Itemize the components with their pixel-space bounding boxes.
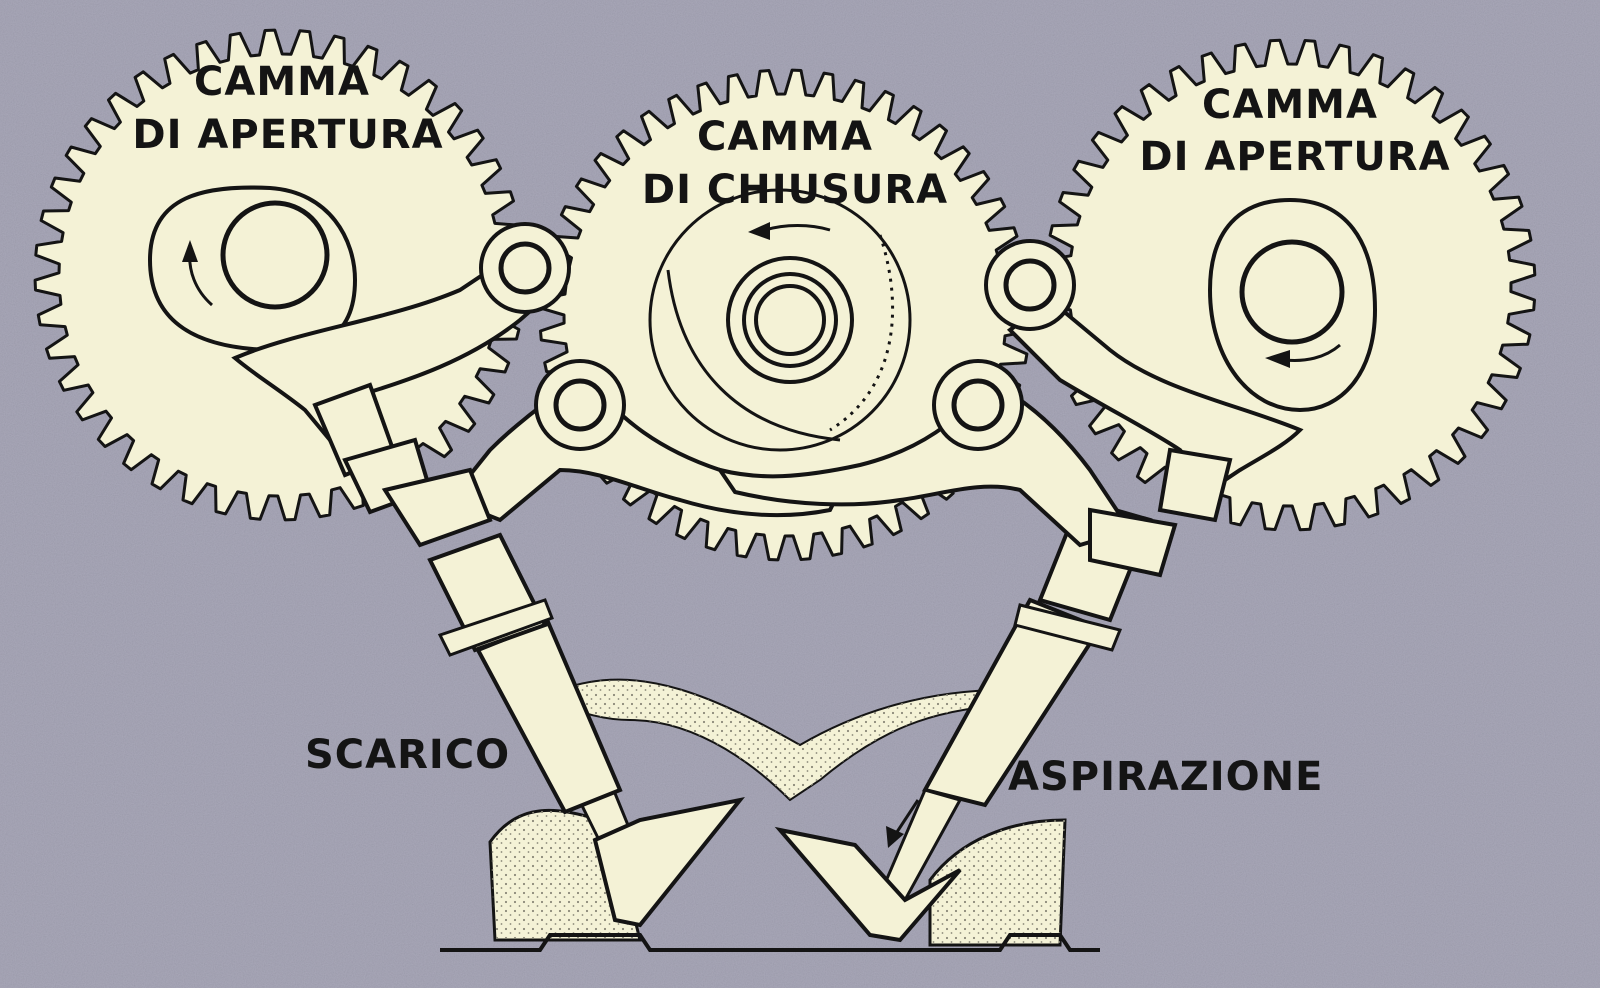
right-closing-rocker bbox=[715, 359, 1178, 578]
right-opening-rocker bbox=[984, 239, 1304, 523]
intake-valve-head bbox=[774, 826, 962, 943]
exhaust-label: SCARICO bbox=[305, 732, 510, 778]
left-opening-cam-lobe bbox=[147, 185, 358, 353]
intake-port-dots bbox=[930, 820, 1065, 945]
right-opening-rocker-arm bbox=[1006, 297, 1304, 493]
center-cam-dotted-profile bbox=[829, 234, 895, 432]
left-closing-rocker-pivot-inner bbox=[553, 378, 607, 432]
exhaust-valve-head bbox=[592, 796, 745, 928]
right-gear-label-line2: DI APERTURA bbox=[1139, 134, 1450, 180]
left-opening-rocker bbox=[231, 222, 571, 515]
left-opening-rocker-pivot-inner bbox=[498, 241, 552, 295]
intake-valve-collar bbox=[1013, 603, 1123, 652]
center-cam-shaft-inner bbox=[754, 284, 826, 356]
right-cam-arrowhead bbox=[1265, 350, 1290, 368]
left-cam-arrowhead bbox=[182, 240, 198, 262]
center-gear-label-line2: DI CHIUSURA bbox=[642, 167, 948, 213]
center-closing-cam-gear bbox=[538, 68, 1032, 562]
center-cam-shaft-mid bbox=[742, 272, 838, 368]
right-closing-rocker-fork bbox=[1088, 507, 1178, 578]
intake-flow-arrow bbox=[893, 799, 920, 836]
left-gear-label-line2: DI APERTURA bbox=[132, 112, 443, 158]
center-cam-rotation-arrow bbox=[764, 224, 831, 232]
center-gear-label-line1: CAMMA bbox=[697, 114, 873, 160]
left-closing-rocker-fork bbox=[381, 467, 493, 548]
center-cam-shaft-outer bbox=[726, 256, 854, 384]
center-closing-cam-body bbox=[648, 188, 912, 452]
right-cam-rotation-arrow bbox=[1284, 343, 1341, 362]
right-opening-rocker-pivot-inner bbox=[1003, 258, 1057, 312]
intake-flow-arrowhead bbox=[886, 826, 904, 848]
right-closing-rocker-arm bbox=[715, 382, 1134, 548]
right-gear-label-line1: CAMMA bbox=[1202, 82, 1378, 128]
center-cam-arrowhead bbox=[748, 222, 770, 240]
right-opening-rocker-tappet bbox=[1157, 447, 1233, 523]
right-opening-cam-lobe bbox=[1207, 197, 1378, 413]
exhaust-valve bbox=[427, 532, 745, 928]
right-closing-rocker-pivot-inner bbox=[951, 378, 1005, 432]
combustion-chamber-dots bbox=[560, 679, 1005, 800]
center-gear-teeth bbox=[538, 68, 1032, 562]
center-cam-profile bbox=[666, 269, 841, 442]
right-cam-shaft bbox=[1239, 239, 1345, 345]
left-gear-label-line1: CAMMA bbox=[194, 59, 370, 105]
cylinder-head-base bbox=[440, 933, 1100, 952]
intake-label: ASPIRAZIONE bbox=[1008, 754, 1323, 800]
exhaust-valve-collar bbox=[437, 598, 554, 657]
left-cam-shaft bbox=[220, 200, 330, 310]
left-opening-rocker-arm bbox=[231, 247, 564, 444]
